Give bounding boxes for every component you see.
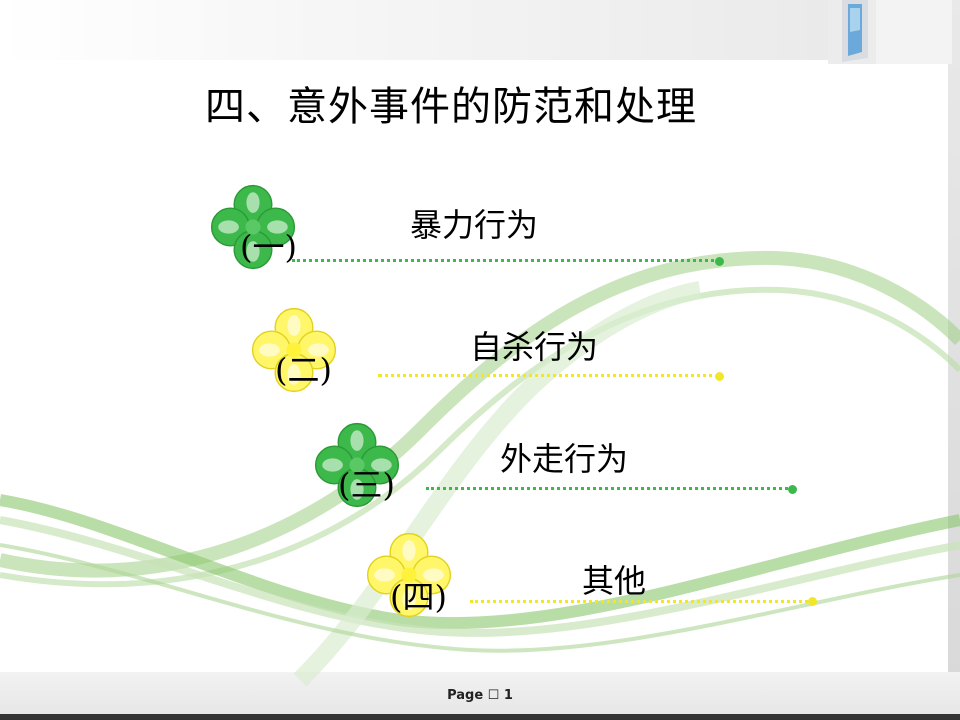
- item-number: (三): [338, 466, 395, 504]
- line-end-dot: [715, 372, 724, 381]
- dotted-line: [426, 487, 793, 493]
- item-label: 其他: [582, 562, 647, 600]
- top-band: [0, 0, 960, 60]
- right-strip: [948, 0, 960, 720]
- dotted-line: [292, 259, 720, 265]
- line-end-dot: [808, 597, 817, 606]
- bottom-band: [0, 672, 960, 720]
- item-number: (一): [240, 228, 297, 266]
- dotted-line: [378, 374, 720, 380]
- item-label: 外走行为: [500, 440, 629, 478]
- yellow-flower-icon: [251, 307, 337, 393]
- page-number: Page ☐ 1: [447, 688, 513, 703]
- yellow-flower-icon: [366, 532, 452, 618]
- line-end-dot: [788, 485, 797, 494]
- item-label: 暴力行为: [410, 206, 539, 244]
- slide-title: 四、意外事件的防范和处理: [205, 84, 697, 130]
- window-decoration-icon: [828, 0, 952, 64]
- green-clover-icon: [314, 422, 400, 508]
- line-end-dot: [715, 257, 724, 266]
- green-clover-icon: [210, 184, 296, 270]
- item-number: (二): [275, 351, 332, 389]
- dotted-line: [470, 600, 813, 606]
- bottom-border: [0, 714, 960, 720]
- item-number: (四): [390, 578, 447, 616]
- item-label: 自杀行为: [470, 328, 599, 366]
